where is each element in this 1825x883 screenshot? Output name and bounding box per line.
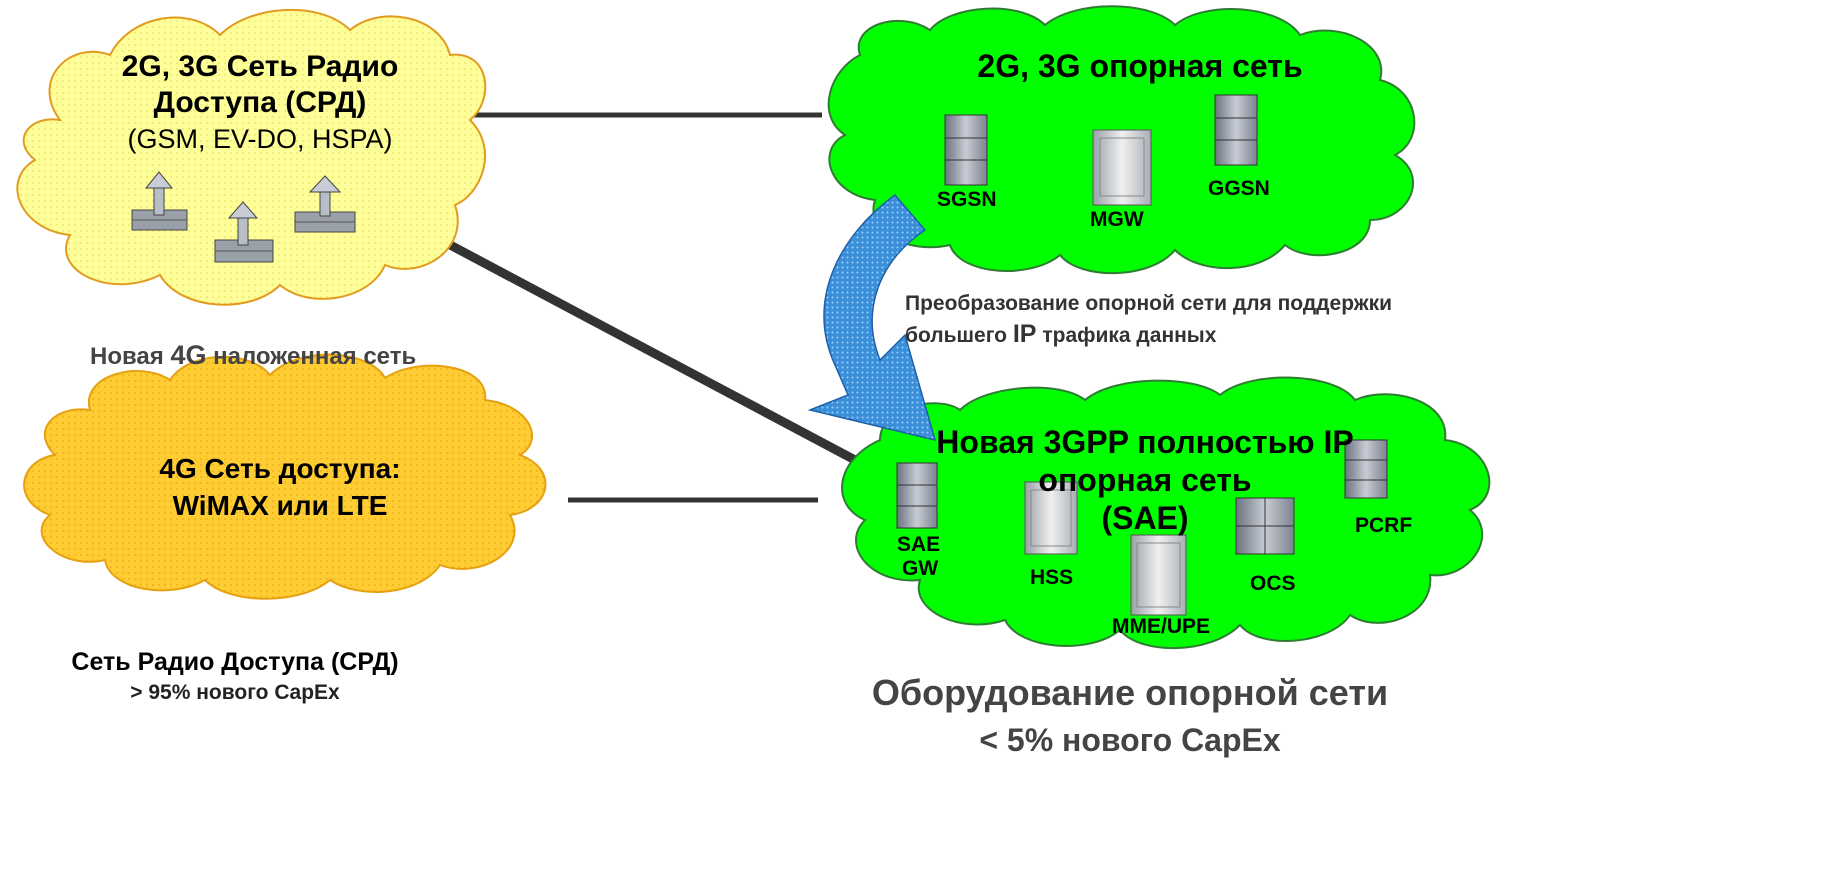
ran-cost-line2: > 95% нового CapEx xyxy=(130,681,340,704)
transform-note-pre: большего xyxy=(905,324,1008,347)
legacy-ran-subtitle: (GSM, EV-DO, HSPA) xyxy=(127,124,393,154)
mme-rack-icon xyxy=(1130,534,1187,616)
antenna-icon xyxy=(294,175,356,233)
new-core-title-line1: Новая 3GPP полностью IP xyxy=(936,424,1354,460)
mgw-label: MGW xyxy=(1090,208,1144,231)
pcrf-server-icon xyxy=(1344,439,1388,499)
ocs-label: OCS xyxy=(1250,572,1296,595)
sae-gw-label-line1: SAE xyxy=(897,533,941,556)
ran-4g-title-line2: WiMAX или LTE xyxy=(172,490,388,521)
cloud-new-core xyxy=(841,376,1491,650)
hss-rack-icon xyxy=(1024,481,1078,555)
mme-upe-label: MME/UPE xyxy=(1112,615,1211,638)
legacy-core-title: 2G, 3G опорная сеть xyxy=(977,48,1303,84)
antenna-icon xyxy=(131,171,188,231)
cloud-legacy-ran xyxy=(16,8,487,306)
ggsn-server-icon xyxy=(1214,94,1258,166)
transform-note-ip: IP xyxy=(1012,320,1037,348)
ocs-server-icon xyxy=(1235,497,1295,555)
antenna-icon xyxy=(214,201,274,263)
cloud-4g-ran xyxy=(23,353,547,600)
sgsn-label: SGSN xyxy=(937,188,997,211)
overlay-note-4g: 4G xyxy=(170,340,207,370)
link-ran-to-new-core xyxy=(419,226,873,472)
hss-label: HSS xyxy=(1030,566,1074,589)
transform-note-line2: большего IP трафика данных xyxy=(905,320,1216,349)
sgsn-server-icon xyxy=(944,114,988,186)
overlay-note: Новая 4G наложенная сеть xyxy=(90,340,416,371)
transform-arrow xyxy=(807,193,937,442)
transform-note-post: трафика данных xyxy=(1042,324,1217,347)
mgw-rack-icon xyxy=(1092,129,1152,206)
new-core-title-line2: опорная сеть xyxy=(1038,462,1252,498)
new-core-title-line3: (SAE) xyxy=(1101,500,1189,536)
core-cost-line2: < 5% нового CapEx xyxy=(979,722,1281,758)
legacy-ran-title-line1: 2G, 3G Сеть Радио xyxy=(121,50,399,83)
network-links xyxy=(419,112,873,503)
transform-note-line1: Преобразование опорной сети для поддержк… xyxy=(905,292,1393,315)
ggsn-label: GGSN xyxy=(1208,177,1270,200)
ran-4g-title-line1: 4G Сеть доступа: xyxy=(159,453,401,484)
ran-cost-line1: Сеть Радио Доступа (СРД) xyxy=(71,648,399,676)
sae-gw-label-line2: GW xyxy=(902,557,939,580)
overlay-note-post: наложенная сеть xyxy=(213,343,417,370)
core-cost-line1: Оборудование опорной сети xyxy=(871,672,1389,713)
legacy-ran-title-line2: Доступа (СРД) xyxy=(153,86,367,119)
pcrf-label: PCRF xyxy=(1355,514,1413,537)
overlay-note-pre: Новая xyxy=(90,343,164,370)
sae-gw-server-icon xyxy=(896,462,938,529)
